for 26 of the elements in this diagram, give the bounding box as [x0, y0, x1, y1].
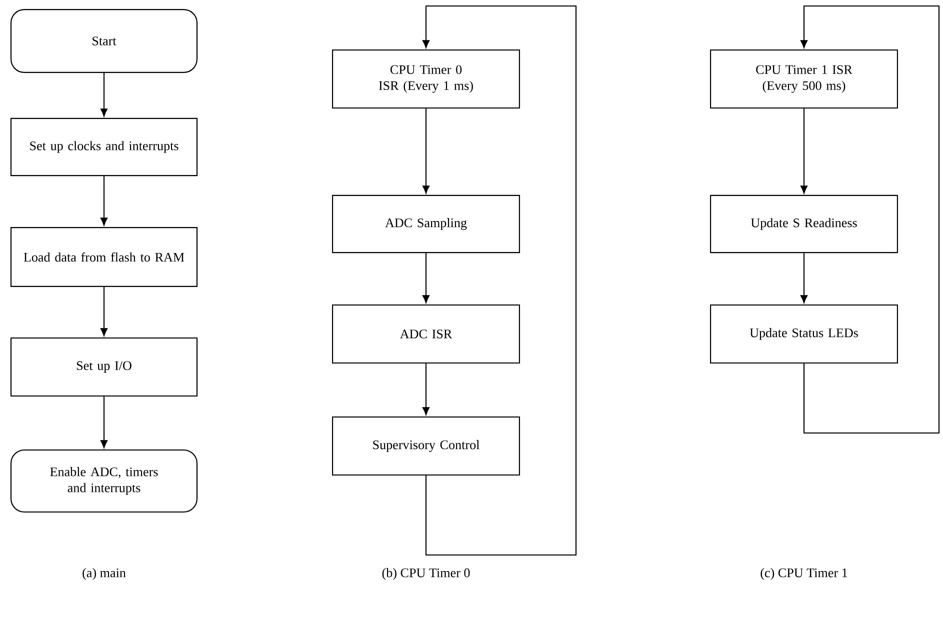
terminal-box: Start — [10, 9, 198, 73]
process-box: CPU Timer 0 ISR (Every 1 ms) — [332, 49, 520, 109]
process-box: Set up I/O — [10, 337, 198, 397]
caption: (b) CPU Timer 0 — [382, 568, 470, 580]
arrow — [422, 108, 430, 194]
arrow — [100, 73, 108, 117]
process-box: ADC ISR — [332, 304, 520, 364]
process-box: Load data from flash to RAM — [10, 227, 198, 287]
arrow — [422, 5, 577, 556]
process-box: ADC Sampling — [332, 194, 520, 254]
arrow — [100, 396, 108, 448]
arrow — [800, 108, 808, 194]
caption: (c) CPU Timer 1 — [760, 568, 848, 580]
arrow — [422, 364, 430, 416]
process-box: Update Status LEDs — [710, 304, 898, 364]
arrow — [100, 287, 108, 336]
process-box: CPU Timer 1 ISR (Every 500 ms) — [710, 49, 898, 109]
arrow — [800, 253, 808, 304]
process-box: Set up clocks and interrupts — [10, 118, 198, 176]
arrow — [800, 5, 940, 434]
process-box: Update S Readiness — [710, 194, 898, 254]
terminal-box: Enable ADC, timers and interrupts — [10, 449, 198, 513]
arrow — [422, 253, 430, 304]
arrow — [100, 176, 108, 226]
process-box: Supervisory Control — [332, 416, 520, 476]
caption: (a) main — [82, 568, 126, 580]
